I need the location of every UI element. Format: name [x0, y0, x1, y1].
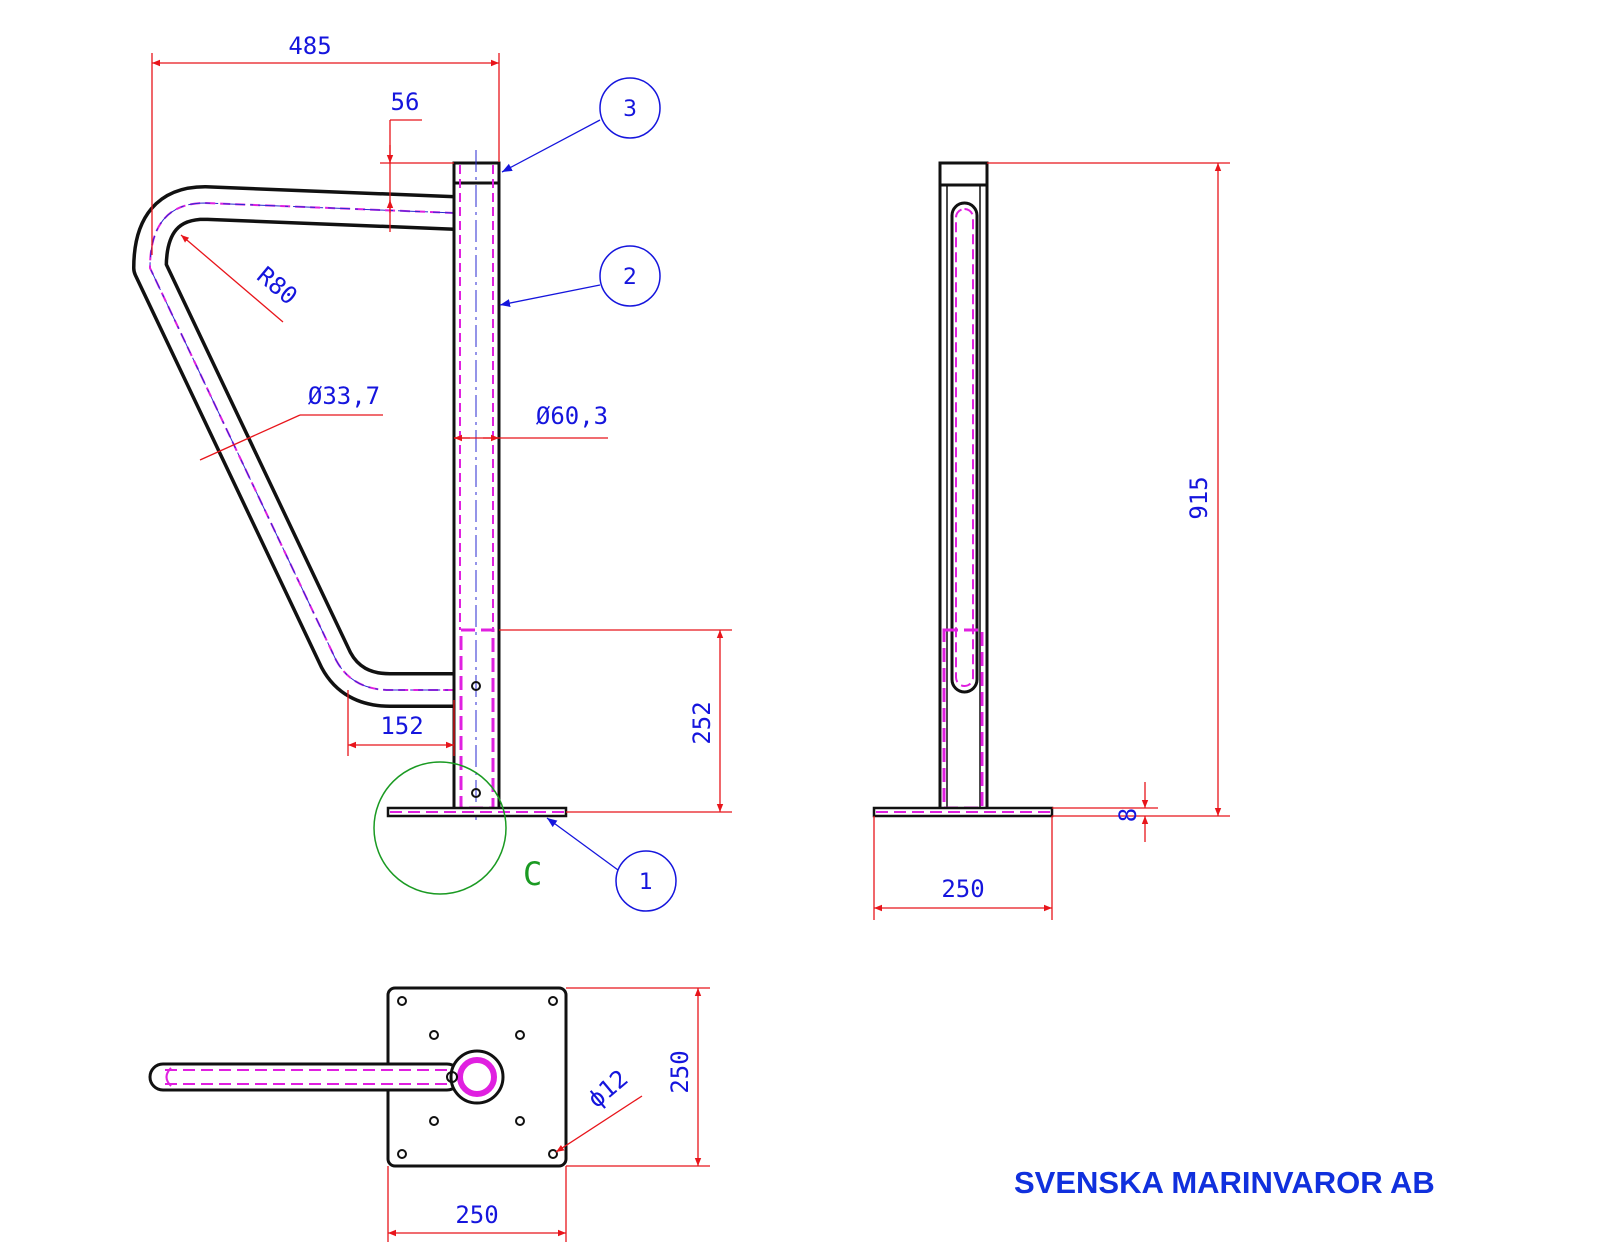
- dim-post-diameter: Ø60,3: [536, 402, 608, 430]
- front-bolt-upper: [471, 681, 481, 691]
- dim-485: 485: [288, 32, 331, 60]
- front-rail-centerline: [149, 202, 456, 691]
- front-view: [132, 150, 568, 895]
- dim-r80: R80: [252, 261, 303, 310]
- top-dimensions: [387, 987, 710, 1242]
- top-post-inner: [457, 1057, 497, 1097]
- dim-56: 56: [391, 88, 420, 116]
- side-base-plate: [872, 806, 1054, 818]
- balloon-3: [599, 77, 661, 139]
- plate-hole: [548, 1149, 558, 1159]
- balloon-2-leader: [499, 284, 601, 307]
- plate-hole: [515, 1116, 525, 1126]
- balloon-2-label: 2: [623, 265, 637, 290]
- front-bolt-lower: [471, 788, 481, 798]
- dim-915: 915: [1185, 476, 1213, 519]
- balloon-1-label: 1: [639, 870, 653, 895]
- dim-side-250: 250: [941, 875, 984, 903]
- top-rail-end-hidden: [165, 1067, 172, 1087]
- balloon-1: [615, 850, 677, 912]
- top-rail-joint: [446, 1071, 458, 1083]
- balloon-3-label: 3: [623, 97, 637, 122]
- top-view: [148, 986, 568, 1168]
- side-inner-sleeve: [942, 628, 984, 810]
- side-rail-slot: [950, 201, 979, 694]
- front-dimensions: [151, 53, 732, 813]
- plate-hole: [429, 1116, 439, 1126]
- dim-rail-diameter: Ø33,7: [308, 382, 380, 410]
- balloon-2: [599, 245, 661, 307]
- side-post-cap: [938, 161, 989, 187]
- front-rail-fill: [135, 188, 470, 705]
- company-name: SVENSKA MARINVAROR AB: [1014, 1165, 1435, 1200]
- side-rail-slot-inner: [955, 208, 974, 687]
- balloon-3-leader: [501, 119, 601, 173]
- plate-hole: [548, 996, 558, 1006]
- dim-152: 152: [380, 712, 423, 740]
- dim-252: 252: [688, 701, 716, 744]
- side-view: [872, 161, 1054, 818]
- dim-plate-thickness: 8: [1114, 808, 1142, 822]
- dim-top-250-horizontal: 250: [455, 1201, 498, 1229]
- dim-top-250-vertical: 250: [666, 1050, 694, 1093]
- side-dimensions: [873, 162, 1230, 920]
- top-rail: [148, 1062, 462, 1092]
- balloons: 3 2 1: [499, 77, 677, 912]
- detail-circle-c: [373, 761, 507, 895]
- plate-hole: [397, 1149, 407, 1159]
- plate-hole: [429, 1030, 439, 1040]
- detail-label: C: [523, 855, 542, 893]
- plate-hole: [515, 1030, 525, 1040]
- balloon-1-leader: [546, 817, 619, 871]
- plate-hole: [397, 996, 407, 1006]
